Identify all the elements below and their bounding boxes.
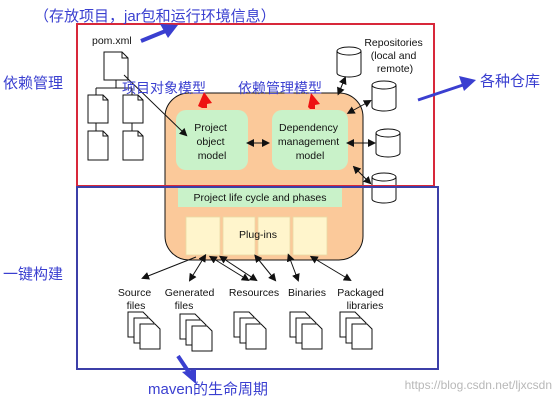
dependency-model-box — [272, 110, 348, 170]
project-object-model-label: Project object model — [194, 122, 230, 162]
repositories-annotation: 各种仓库 — [480, 73, 540, 90]
plugins-block — [185, 216, 328, 256]
maven-lifecycle-annotation: maven的生命周期 — [148, 380, 268, 398]
project-object-model-annotation: 项目对象模型 — [122, 80, 206, 96]
output-document-stack-icons — [127, 311, 373, 352]
watermark: https://blog.csdn.net/ljxcsdn — [405, 378, 552, 392]
one-click-build-frame — [76, 186, 439, 370]
output-binaries-label: Binaries — [288, 287, 326, 299]
child-pom-file-icons — [87, 94, 144, 161]
pom-xml-label: pom.xml — [92, 35, 132, 47]
output-packaged-libraries-label: Packaged libraries — [337, 287, 387, 312]
repositories-label: Repositories (local and remote) — [364, 37, 425, 75]
output-generated-files-label: Generated files — [165, 287, 218, 312]
lifecycle-bar — [178, 188, 342, 207]
top-storage-note: （存放项目，jar包和运行环境信息） — [34, 7, 276, 25]
pom-to-model-arrow — [123, 74, 188, 137]
lifecycle-label: Project life cycle and phases — [193, 192, 326, 204]
dependency-management-annotation: 依赖管理 — [3, 75, 63, 92]
one-click-build-annotation: 一键构建 — [3, 266, 63, 283]
red-annotation-arrows — [198, 92, 320, 109]
output-source-files-label: Source files — [118, 287, 154, 312]
output-resources-label: Resources — [229, 287, 279, 299]
plugins-label: Plug-ins — [239, 229, 277, 241]
dependency-management-model-annotation: 依赖管理模型 — [238, 80, 322, 96]
dependency-model-label: Dependency management model — [278, 122, 342, 162]
repository-arrows — [337, 76, 376, 185]
project-object-model-box — [176, 110, 248, 170]
repository-cylinder-icons — [336, 46, 401, 204]
output-arrows — [141, 253, 352, 282]
pom-tree-lines — [95, 80, 133, 131]
blue-annotation-arrows — [140, 24, 476, 384]
pom-file-icon — [103, 51, 129, 81]
